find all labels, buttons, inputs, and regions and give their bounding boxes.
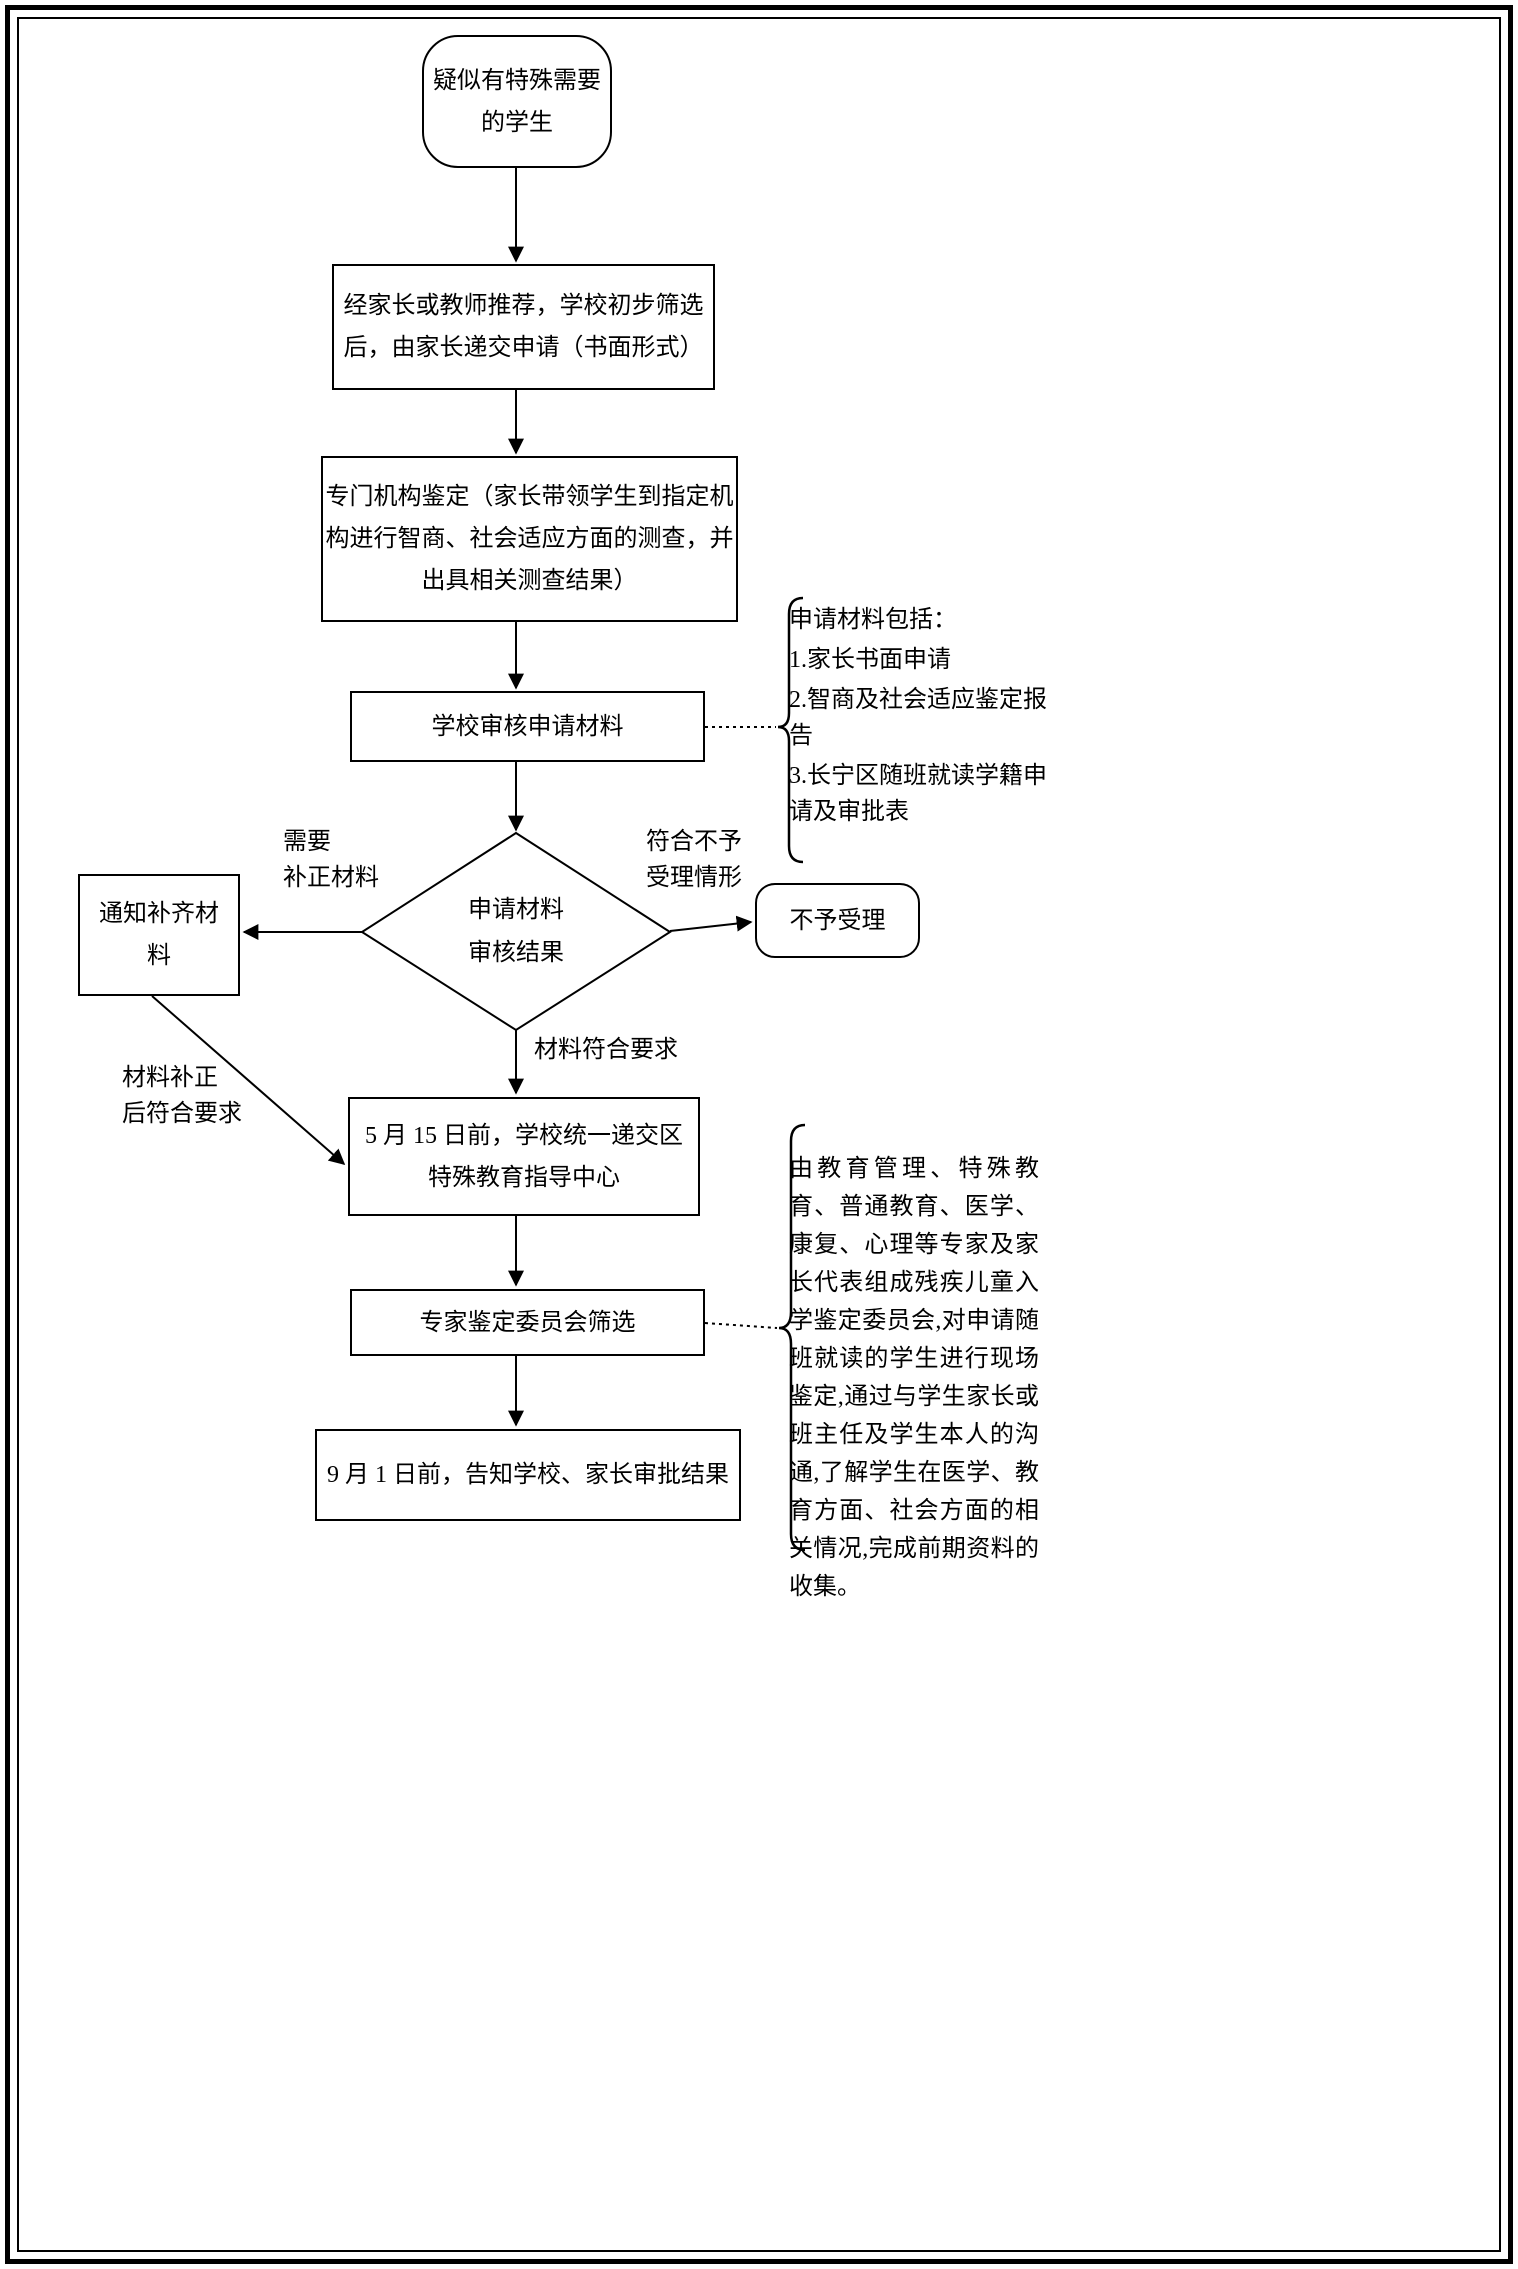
node-final-notice-label: 9 月 1 日前，告知学校、家长审批结果 <box>327 1462 729 1488</box>
node-reject-label: 不予受理 <box>789 907 886 934</box>
note-materials: 申请材料包括： 1.家长书面申请 2.智商及社会适应鉴定报告 3.长宁区随班就读… <box>789 602 1053 830</box>
arrow-decision-to-reject <box>669 915 753 932</box>
edge-label-fixed-ok-line1: 材料补正 <box>122 1065 218 1091</box>
dotted-link-expert-note <box>704 1322 778 1329</box>
edge-label-not-accept: 符合不予 受理情形 <box>646 824 742 896</box>
note-materials-item: 2.智商及社会适应鉴定报告 <box>789 687 1047 749</box>
decision-label: 申请材料 审核结果 <box>436 886 596 978</box>
node-school-review-label: 学校审核申请材料 <box>431 713 624 740</box>
node-assessment-label: 专门机构鉴定（家长带领学生到指定机构进行智商、社会适应方面的测查，并出具相关测查… <box>325 484 734 594</box>
node-notify-fix-label: 通知补齐材料 <box>99 901 219 969</box>
brace-icon <box>777 596 804 864</box>
note-materials-title: 申请材料包括： <box>789 607 957 633</box>
edge-label-fixed-ok: 材料补正 后符合要求 <box>122 1060 242 1132</box>
node-final-notice: 9 月 1 日前，告知学校、家长审批结果 <box>315 1429 741 1521</box>
edge-label-need-fix: 需要 补正材料 <box>283 824 379 896</box>
edge-label-need-fix-line1: 需要 <box>283 829 331 855</box>
edge-label-fixed-ok-line2: 后符合要求 <box>122 1101 242 1127</box>
decision-label-line1: 申请材料 <box>468 896 564 923</box>
node-school-review: 学校审核申请材料 <box>350 691 705 762</box>
node-start-label: 疑似有特殊需要的学生 <box>433 67 601 136</box>
node-submit-center: 5 月 15 日前，学校统一递交区特殊教育指导中心 <box>348 1097 700 1216</box>
node-assessment: 专门机构鉴定（家长带领学生到指定机构进行智商、社会适应方面的测查，并出具相关测查… <box>321 456 738 622</box>
node-start: 疑似有特殊需要的学生 <box>422 35 612 168</box>
node-notify-fix: 通知补齐材料 <box>78 874 240 996</box>
decision-diamond <box>360 831 672 1032</box>
edge-label-materials-ok: 材料符合要求 <box>534 1037 678 1063</box>
edge-label-not-accept-line1: 符合不予 <box>646 829 742 855</box>
note-materials-item: 3.长宁区随班就读学籍申请及审批表 <box>789 763 1047 825</box>
node-apply: 经家长或教师推荐，学校初步筛选后，由家长递交申请（书面形式） <box>332 264 715 390</box>
node-reject: 不予受理 <box>755 883 920 958</box>
note-committee: 由教育管理、特殊教育、普通教育、医学、康复、心理等专家及家长代表组成残疾儿童入学… <box>789 1156 1039 1600</box>
node-submit-center-label: 5 月 15 日前，学校统一递交区特殊教育指导中心 <box>365 1122 683 1191</box>
node-expert-screening-label: 专家鉴定委员会筛选 <box>419 1309 636 1336</box>
brace-icon <box>778 1123 806 1552</box>
node-expert-screening: 专家鉴定委员会筛选 <box>350 1289 705 1356</box>
node-apply-label: 经家长或教师推荐，学校初步筛选后，由家长递交申请（书面形式） <box>343 293 704 361</box>
arrow-notify-to-submit <box>151 995 346 1166</box>
note-materials-item: 1.家长书面申请 <box>789 647 951 673</box>
edge-label-need-fix-line2: 补正材料 <box>283 865 379 891</box>
decision-label-line2: 审核结果 <box>468 940 564 966</box>
edge-label-not-accept-line2: 受理情形 <box>646 865 742 891</box>
